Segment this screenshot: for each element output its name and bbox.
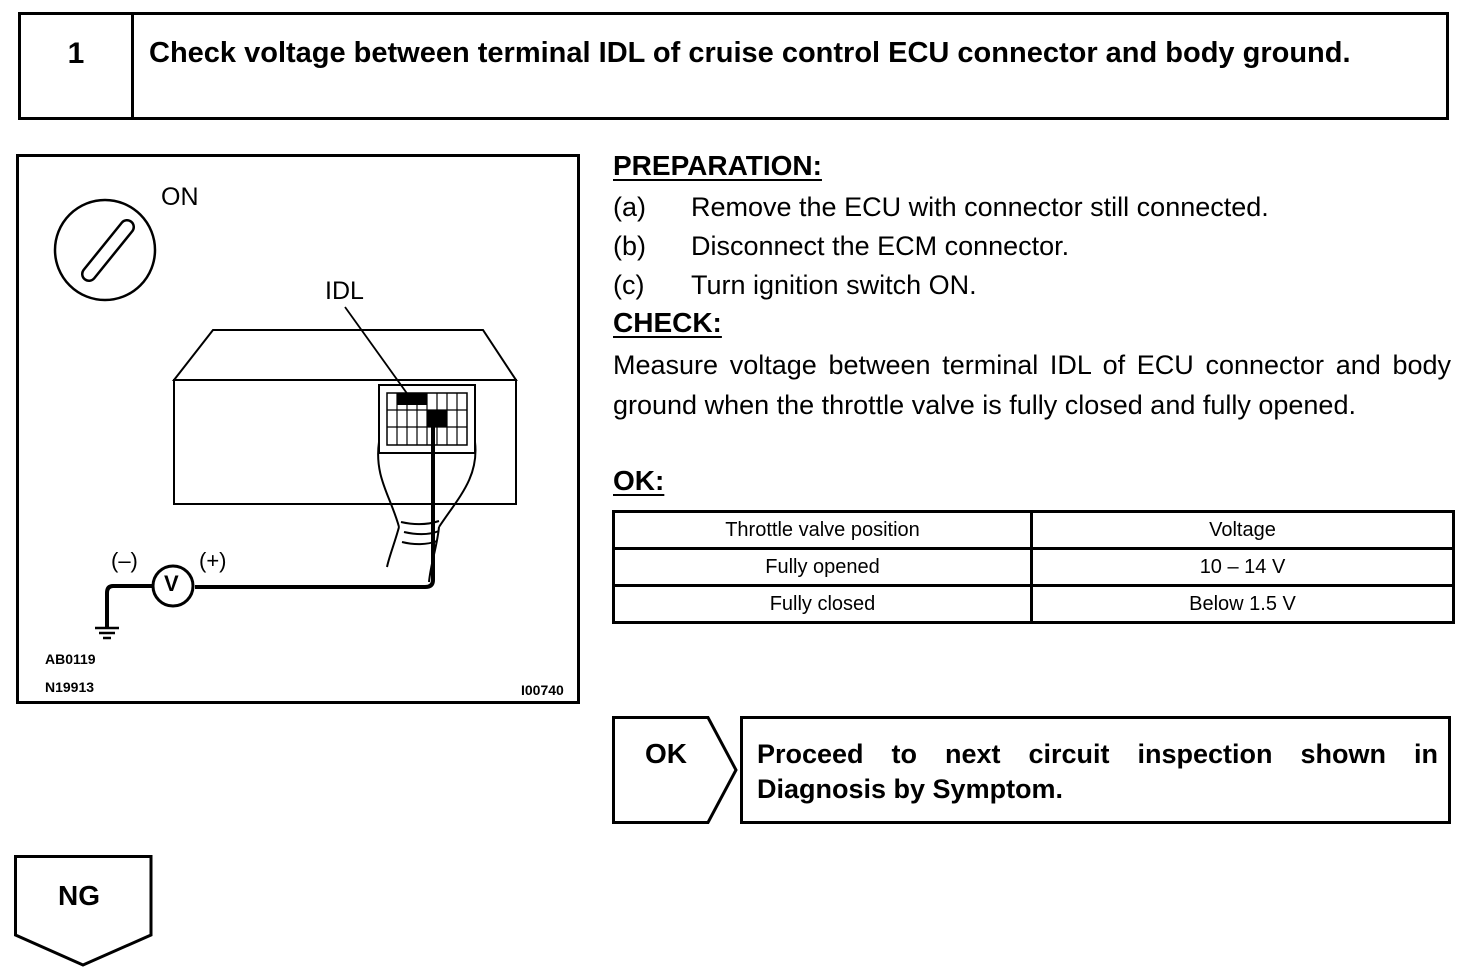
reference-code: N19913 xyxy=(45,679,95,695)
preparation-step: (b) Disconnect the ECM connector. xyxy=(613,231,1069,262)
preparation-heading: PREPARATION: xyxy=(613,150,822,181)
figure-code: I00740 xyxy=(521,682,564,698)
ground-symbol-icon xyxy=(95,626,119,640)
step-letter: (c) xyxy=(613,270,645,300)
ok-action-text: Proceed to next circuit inspection shown… xyxy=(757,739,1438,804)
ok-action-box: Proceed to next circuit inspection shown… xyxy=(740,716,1451,824)
ecu-box-icon xyxy=(171,329,518,505)
table-row: Fully closed Below 1.5 V xyxy=(612,584,1455,624)
check-heading: CHECK: xyxy=(613,307,722,338)
preparation-step: (a) Remove the ECU with connector still c… xyxy=(613,192,1269,223)
column-header: Voltage xyxy=(1030,510,1455,550)
ng-arrow-badge-icon xyxy=(14,855,153,967)
column-header: Throttle valve position xyxy=(612,510,1033,550)
step-letter: (b) xyxy=(613,231,646,261)
table-header-row: Throttle valve position Voltage xyxy=(612,510,1455,550)
ok-result-label: OK xyxy=(645,738,687,769)
reference-code: AB0119 xyxy=(45,651,96,667)
throttle-position-cell: Fully closed xyxy=(612,584,1033,624)
spec-table: Throttle valve position Voltage Fully op… xyxy=(612,510,1455,624)
check-instruction: Measure voltage between terminal IDL of … xyxy=(613,350,1451,420)
step-text: Disconnect the ECM connector. xyxy=(691,231,1070,261)
idl-leader-line xyxy=(344,306,412,400)
throttle-position-cell: Fully opened xyxy=(612,547,1033,587)
voltage-cell: 10 – 14 V xyxy=(1030,547,1455,587)
ok-spec-heading: OK: xyxy=(613,465,665,496)
ignition-on-label: ON xyxy=(161,183,199,211)
wire-harness-icon xyxy=(377,441,477,583)
step-text: Remove the ECU with connector still conn… xyxy=(691,192,1269,222)
preparation-step: (c) Turn ignition switch ON. xyxy=(613,270,977,301)
ground-wire xyxy=(105,584,153,627)
ignition-switch-icon xyxy=(53,198,157,302)
idl-terminal-label: IDL xyxy=(325,277,364,305)
voltage-cell: Below 1.5 V xyxy=(1030,584,1455,624)
ng-result-label: NG xyxy=(58,880,100,911)
step-title: Check voltage between terminal IDL of cr… xyxy=(149,37,1351,69)
ecu-connector-icon xyxy=(378,384,476,454)
wiring-illustration: ON IDL V (–) (+) AB0119 N19913 I00740 xyxy=(16,154,580,704)
voltmeter-symbol: V xyxy=(164,571,179,596)
negative-probe-label: (–) xyxy=(111,548,138,573)
step-text: Turn ignition switch ON. xyxy=(691,270,977,300)
step-letter: (a) xyxy=(613,192,646,222)
step-number: 1 xyxy=(21,15,134,117)
table-row: Fully opened 10 – 14 V xyxy=(612,547,1455,587)
ecu-connector-diagram xyxy=(53,198,518,640)
ok-arrow-badge-icon xyxy=(612,716,738,824)
probe-wire xyxy=(195,417,435,589)
step-header: 1 Check voltage between terminal IDL of … xyxy=(18,12,1449,120)
positive-probe-label: (+) xyxy=(199,548,227,573)
